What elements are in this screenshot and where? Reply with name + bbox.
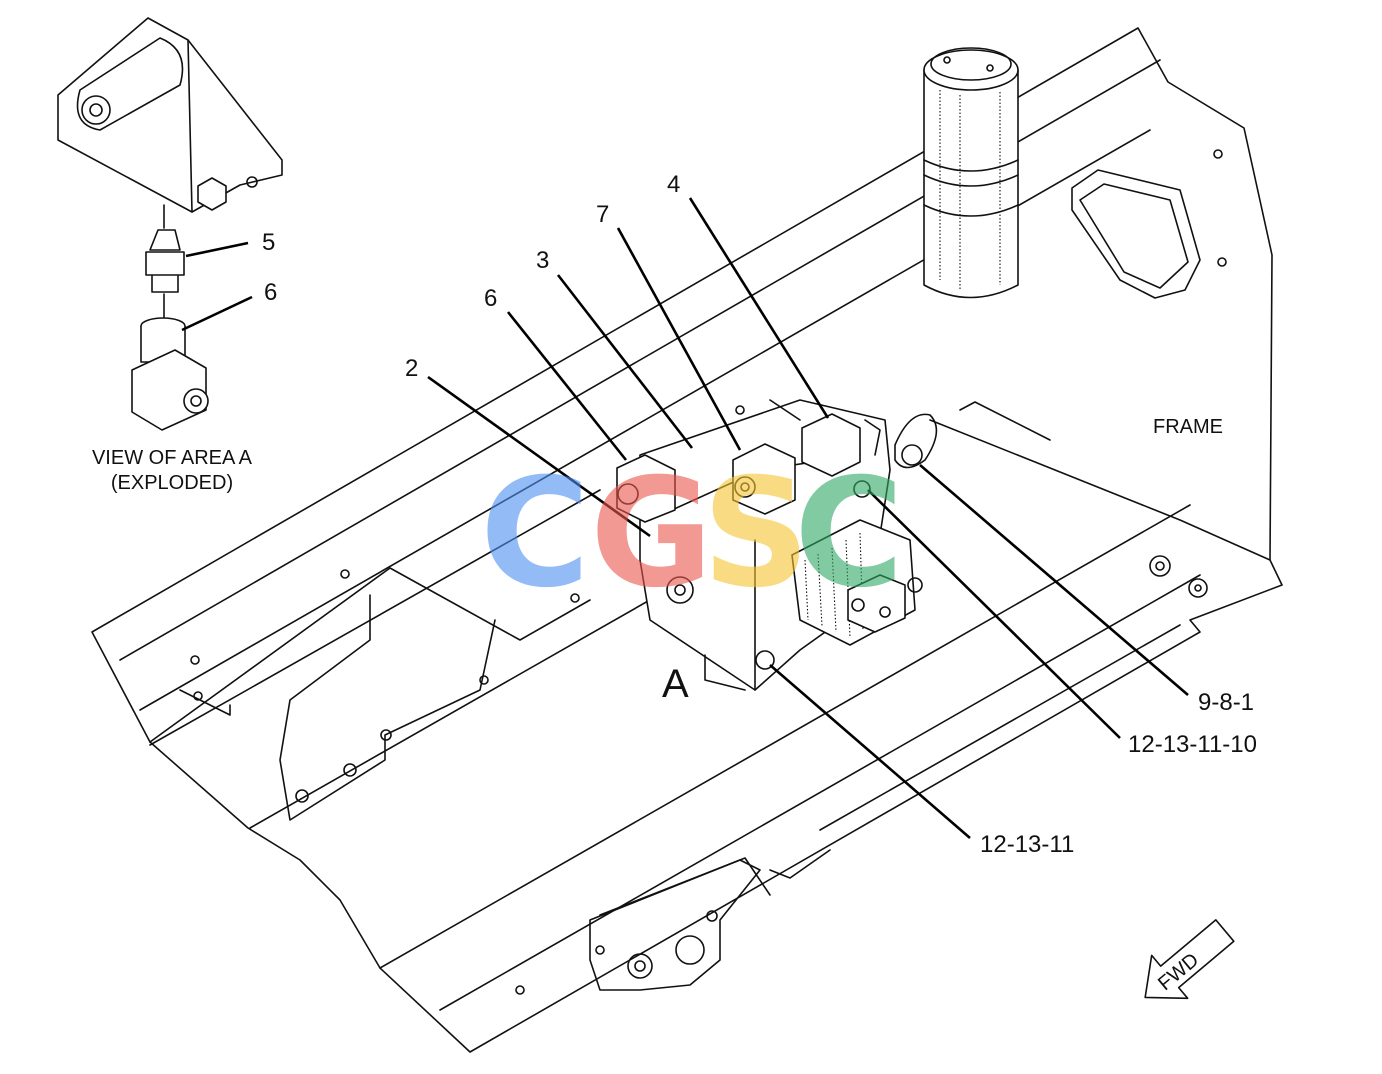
callout-6-detail: 6 — [264, 279, 277, 306]
mount-bracket — [149, 567, 591, 821]
watermark-letter-s: S — [702, 447, 810, 621]
callout-9-8-1: 9-8-1 — [1198, 689, 1254, 716]
valve-block — [616, 399, 938, 691]
callout-12-13-11: 12-13-11 — [980, 831, 1074, 858]
detail-view-area-a — [57, 17, 283, 431]
frame-plate — [91, 27, 1283, 1053]
callout-12-13-11-10: 12-13-11-10 — [1128, 731, 1257, 758]
callout-2: 2 — [405, 355, 418, 382]
watermark-letter-g: G — [590, 447, 713, 621]
callout-7: 7 — [596, 201, 609, 228]
accumulator-cylinder — [923, 47, 1019, 299]
view-caption-line1: VIEW OF AREA A — [92, 447, 253, 469]
area-a-label: A — [662, 662, 689, 706]
cgsc-watermark: C G S C — [480, 447, 904, 621]
forward-arrow-icon: FWD — [1144, 919, 1235, 1000]
pivot-hinge — [589, 849, 831, 991]
leader-lines — [181, 197, 1189, 839]
callout-6: 6 — [484, 285, 497, 312]
watermark-letter-c2: C — [794, 447, 904, 621]
view-caption-line2: (EXPLODED) — [111, 472, 233, 494]
callout-5-detail: 5 — [262, 229, 275, 256]
callout-3: 3 — [536, 247, 549, 274]
watermark-letter-c1: C — [480, 447, 590, 621]
frame-label: FRAME — [1153, 416, 1223, 438]
callout-4: 4 — [667, 171, 680, 198]
